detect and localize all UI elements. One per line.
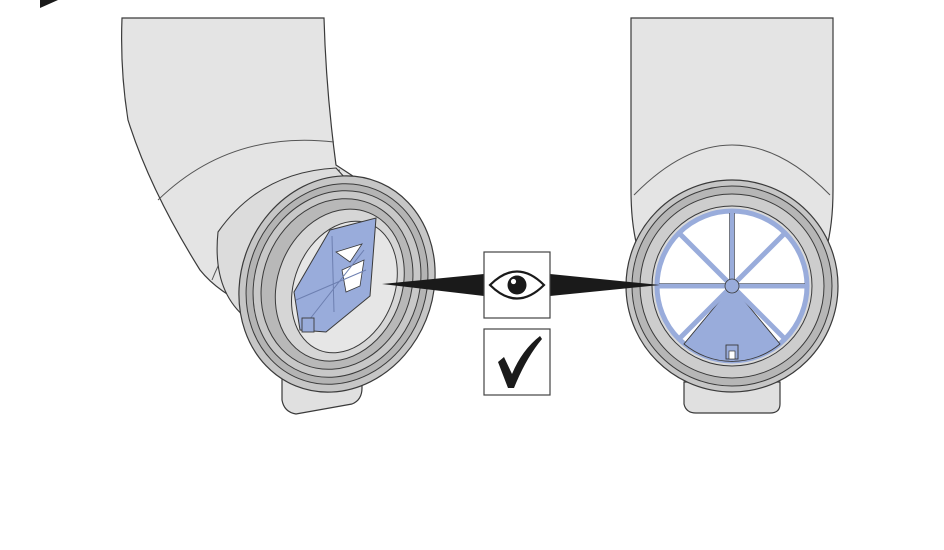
eye-icon xyxy=(488,270,546,300)
left-valve-opening xyxy=(335,243,363,263)
right-pointer xyxy=(550,274,660,296)
corner-arrow-icon xyxy=(40,0,58,8)
left-pointer xyxy=(382,274,484,296)
right-valve xyxy=(654,208,810,364)
left-valve-spoke xyxy=(295,235,367,325)
left-valve xyxy=(293,217,377,333)
left-elbow-tube xyxy=(121,17,436,415)
right-tube xyxy=(625,17,839,414)
right-valve-hub xyxy=(724,278,740,294)
left-tube-joint-line xyxy=(157,139,335,201)
right-tube-joint-line xyxy=(633,144,831,196)
checkmark-icon xyxy=(498,336,542,388)
left-valve-clip xyxy=(301,317,315,333)
checkmark-icon-box xyxy=(483,328,551,396)
eye-icon-box xyxy=(483,251,551,319)
